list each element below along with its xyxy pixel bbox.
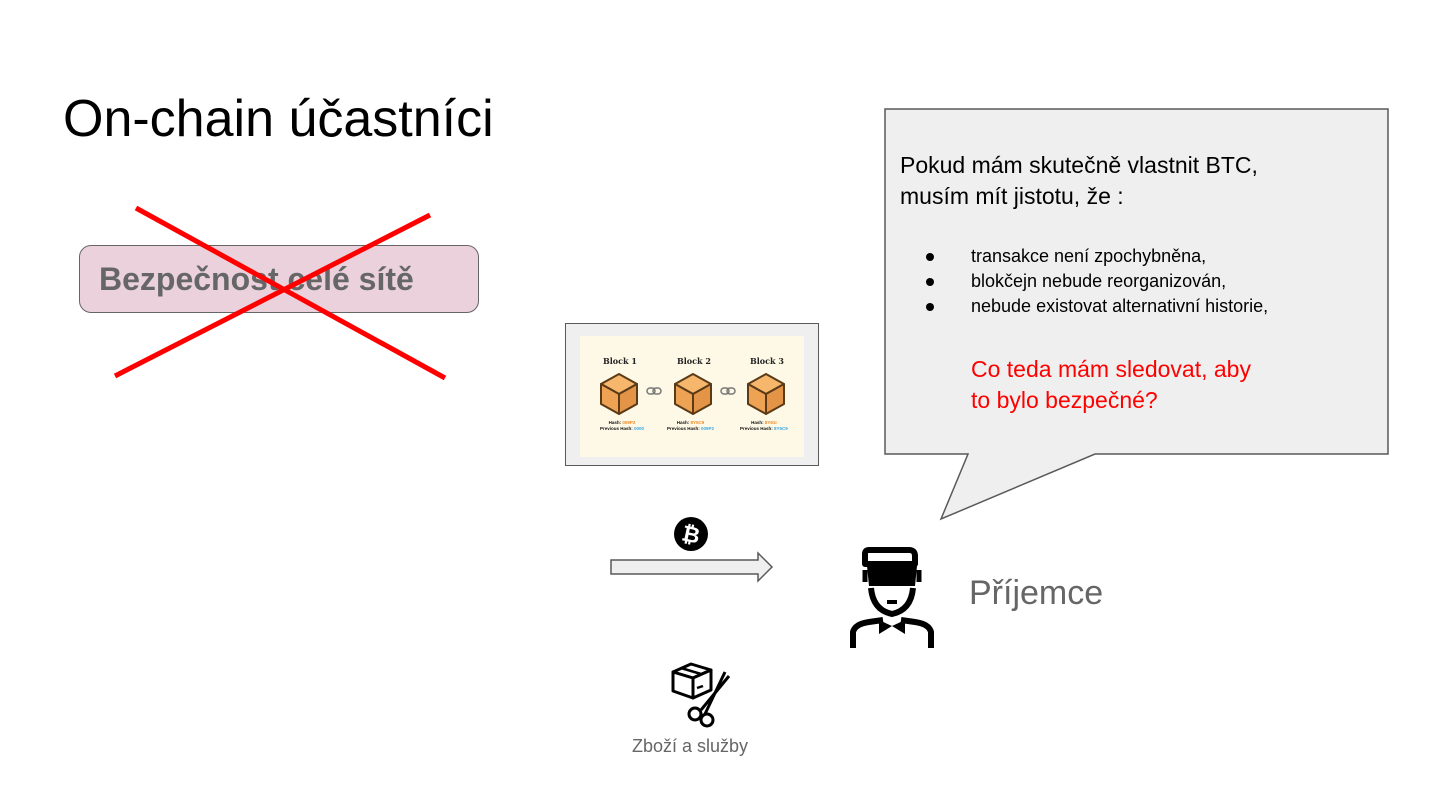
box-and-scissors-icon — [671, 662, 731, 728]
block-cube-icon — [674, 373, 712, 415]
callout-question: Co teda mám sledovat, aby to bylo bezpeč… — [971, 354, 1251, 416]
block-title: Block 2 — [677, 356, 711, 366]
blockchain-image: Block 1 Hash: 009P2 Previous Hash: 0000 … — [580, 336, 804, 457]
block-title: Block 1 — [603, 356, 637, 366]
block-hash: Hash: 8Y5C9 Previous Hash: 009P2 — [667, 420, 715, 431]
goods-label: Zboží a služby — [632, 736, 749, 756]
block-hash: Hash: 009P2 Previous Hash: 0000 — [600, 420, 645, 431]
block-cube-icon — [747, 373, 785, 415]
right-arrow-icon — [610, 551, 774, 583]
list-item: blokčejn nebude reorganizován, — [920, 269, 1268, 294]
list-item: nebude existovat alternativní historie, — [920, 294, 1268, 319]
chain-link-icon — [646, 387, 662, 395]
block-hash: Hash: 8Y61I Previous Hash: 8Y5C9 — [740, 420, 788, 431]
svg-text:₿: ₿ — [679, 521, 702, 549]
slide-title: On-chain účastníci — [63, 90, 494, 148]
callout-intro-line: Pokud mám skutečně vlastnit BTC, — [900, 152, 1258, 178]
callout-bullet-list: transakce není zpochybněna, blokčejn neb… — [920, 244, 1268, 319]
recipient-label: Příjemce — [969, 574, 1104, 612]
callout-intro: Pokud mám skutečně vlastnit BTC, musím m… — [900, 150, 1258, 212]
chain-link-icon — [720, 387, 736, 395]
callout-intro-line: musím mít jistotu, že : — [900, 183, 1124, 209]
bitcoin-icon: ₿ — [674, 517, 708, 551]
red-cross-icon — [113, 205, 447, 381]
block-title: Block 3 — [750, 356, 784, 366]
callout-question-line: Co teda mám sledovat, aby — [971, 356, 1251, 382]
block-cube-icon — [600, 373, 638, 415]
security-box — [79, 245, 479, 313]
person-with-visor-icon — [850, 547, 934, 648]
security-box-label: Bezpečnost celé sítě — [99, 261, 414, 297]
list-item: transakce není zpochybněna, — [920, 244, 1268, 269]
callout-question-line: to bylo bezpečné? — [971, 387, 1158, 413]
